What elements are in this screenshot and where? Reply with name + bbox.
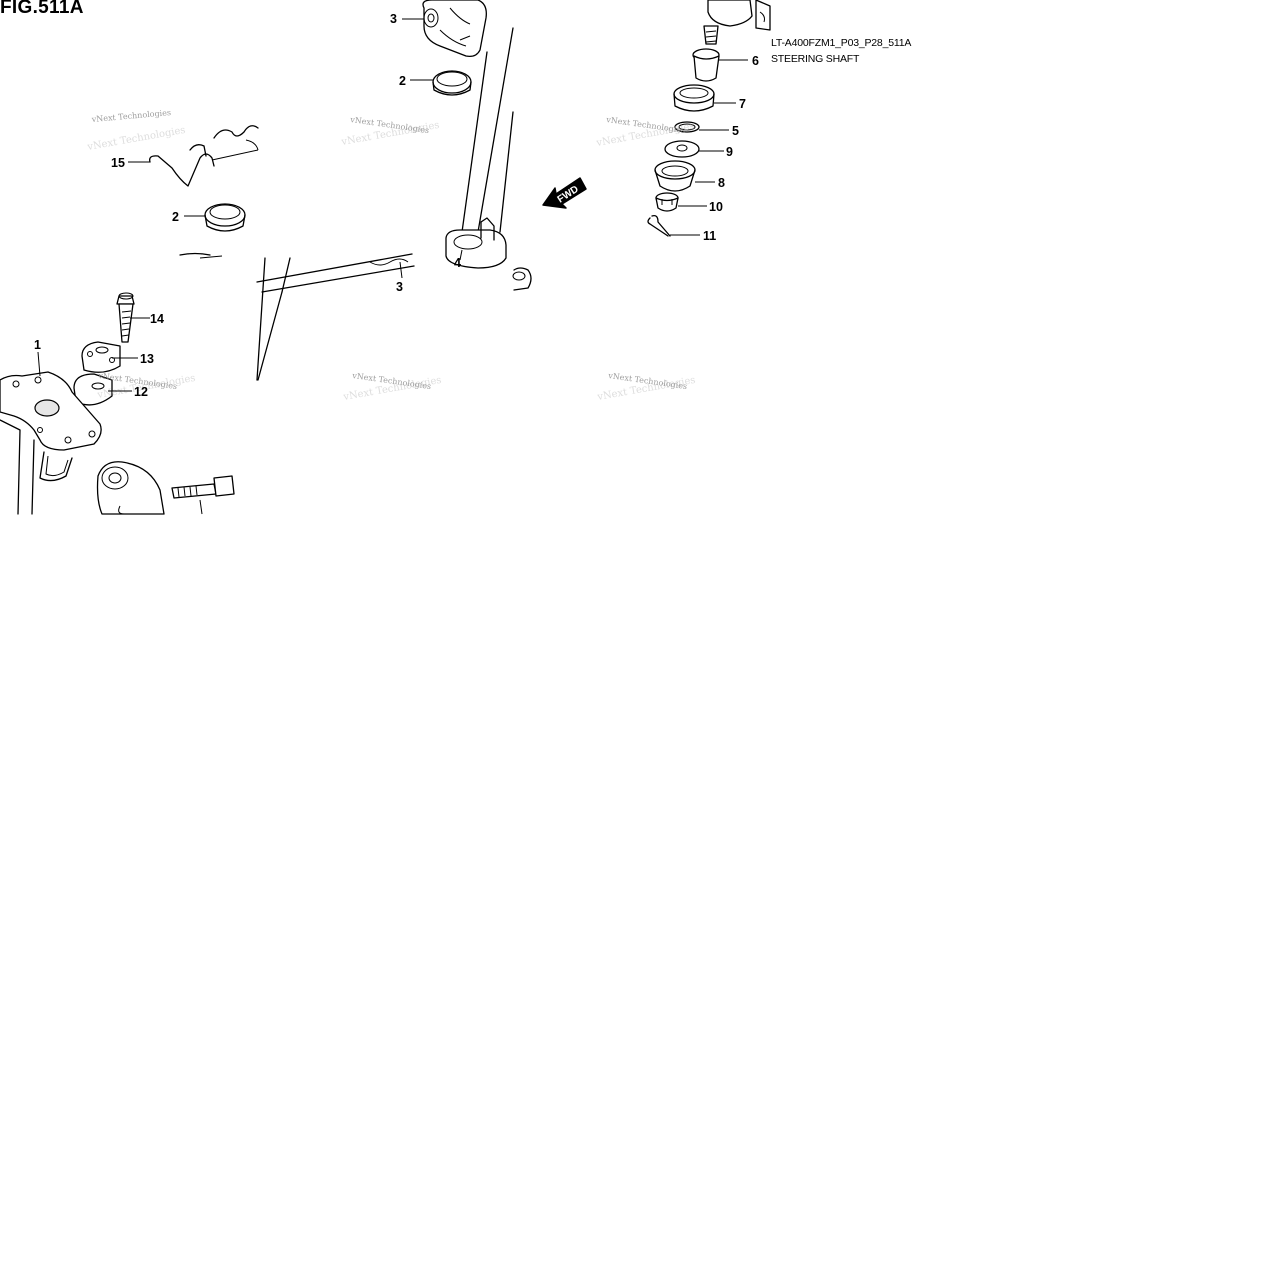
svg-text:vNext Technologies: vNext Technologies (86, 125, 187, 153)
svg-text:vNext Technologies: vNext Technologies (90, 108, 171, 124)
cotter-pin-11 (647, 214, 671, 237)
washer-9 (664, 140, 700, 158)
callout-10: 10 (709, 200, 723, 214)
callout-3-lower: 3 (396, 280, 403, 294)
callout-2-lower: 2 (172, 210, 179, 224)
steering-shaft-column (445, 27, 514, 269)
figure-title: FIG.511A (0, 0, 84, 18)
oring-5 (674, 121, 700, 133)
upper-shaft-clamp (422, 0, 487, 58)
callout-6: 6 (752, 54, 759, 68)
spring-clip-15 (149, 125, 259, 187)
upper-arm-housing (703, 0, 771, 45)
frame-lines (179, 252, 532, 381)
bolt-14 (116, 292, 135, 343)
handlebar-clamp-lower-12 (73, 373, 113, 406)
handlebar-clamp-upper-13 (81, 341, 121, 373)
bushing-upper (432, 70, 472, 96)
callout-3-upper: 3 (390, 12, 397, 26)
callout-1: 1 (34, 338, 41, 352)
callout-5: 5 (732, 124, 739, 138)
leader-lines (37, 18, 748, 392)
bearing-7 (673, 84, 715, 112)
lower-knuckle (96, 461, 165, 515)
callout-2-upper: 2 (399, 74, 406, 88)
callout-9: 9 (726, 145, 733, 159)
castle-nut-10 (655, 192, 679, 212)
figure-code: LT-A400FZM1_P03_P28_511A (771, 37, 912, 49)
bushing-lower (204, 203, 246, 232)
steering-bracket-1 (0, 371, 102, 515)
callout-8: 8 (718, 176, 725, 190)
bearing-8 (654, 160, 696, 192)
callout-numbers: 3 2 15 2 4 3 14 1 13 12 6 7 5 9 8 10 11 (34, 12, 759, 399)
callout-14: 14 (150, 312, 164, 326)
callout-4: 4 (454, 256, 461, 270)
callout-11: 11 (703, 229, 716, 243)
long-bolt (171, 475, 235, 515)
callout-12: 12 (134, 385, 148, 399)
fwd-direction-arrow: FWD (542, 177, 587, 209)
callout-7: 7 (739, 97, 746, 111)
callout-13: 13 (140, 352, 154, 366)
collar-6 (692, 48, 720, 82)
watermarks: vNext Technologies vNext Technologies vN… (86, 108, 697, 403)
figure-name: STEERING SHAFT (771, 53, 860, 65)
callout-15: 15 (111, 156, 125, 170)
